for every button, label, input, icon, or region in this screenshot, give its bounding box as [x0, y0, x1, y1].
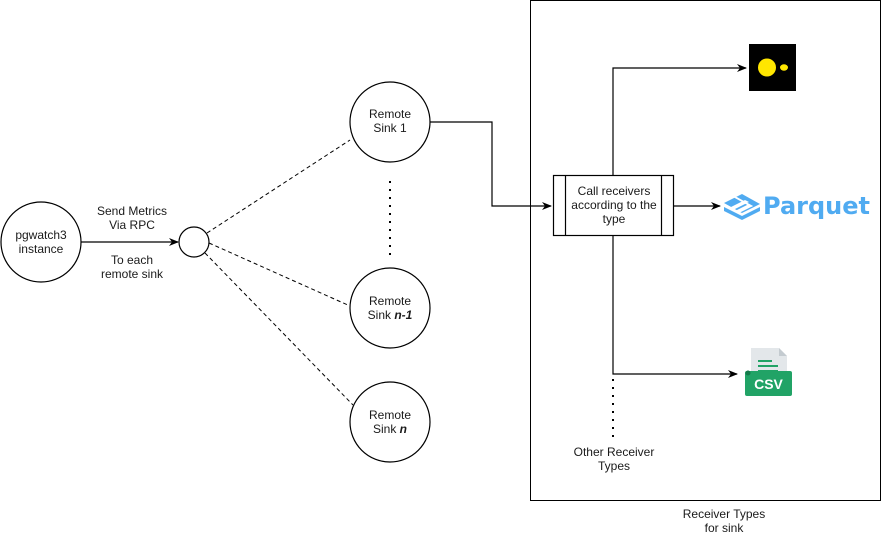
sink-n-1-line1: Remote	[368, 294, 412, 308]
fanout-hub-node[interactable]	[178, 226, 210, 258]
other-receivers-line1: Other Receiver	[573, 445, 655, 459]
parquet-logo-text: Parquet	[763, 192, 870, 220]
remote-sink-n-1-node[interactable]	[349, 267, 431, 349]
sink-1-line2: Sink 1	[350, 121, 430, 135]
receiver-types-container	[530, 0, 881, 501]
dispatcher-line2: according to the	[571, 198, 657, 212]
remote-sink-n-node[interactable]	[349, 381, 431, 463]
pgwatch3-label-line1: pgwatch3	[15, 228, 67, 242]
sink-1-index: 1	[400, 121, 407, 135]
sink-n-line2: Sink n	[350, 422, 430, 436]
pgwatch3-label: pgwatch3 instance	[1, 228, 81, 256]
yellow-dot-logo-icon	[749, 44, 796, 91]
fanout-label-line2: remote sink	[100, 267, 164, 281]
sink-n-1-line2: Sink n-1	[350, 308, 430, 322]
fanout-label-line1: To each	[110, 253, 154, 267]
dispatcher-to-csv-edge	[612, 236, 738, 378]
sink-n-line1: Remote	[368, 408, 412, 422]
container-caption: Receiver Types for sink	[664, 507, 784, 535]
container-caption-line1: Receiver Types	[682, 507, 766, 521]
dispatcher-line1: Call receivers	[577, 184, 651, 198]
container-caption-line2: for sink	[704, 521, 744, 535]
csv-icon-label: CSV	[754, 376, 783, 392]
sink-n-1-index: n-1	[394, 308, 413, 322]
remote-sink-n-label: Remote Sink n	[350, 408, 430, 436]
dispatcher-label: Call receivers according to the type	[566, 184, 662, 226]
sink-n-index: n	[399, 422, 408, 436]
rpc-label-line1: Send Metrics	[96, 204, 168, 218]
sink-n-1-prefix: Sink	[367, 308, 395, 322]
remote-sink-1-label: Remote Sink 1	[350, 107, 430, 135]
dispatcher-line3: type	[602, 212, 626, 226]
sink-n-prefix: Sink	[372, 422, 400, 436]
fanout-edge-sink-1	[206, 139, 351, 234]
fanout-edge-sink-n-1	[208, 242, 351, 307]
parquet-logo-icon	[724, 194, 760, 220]
pgwatch3-label-line2: instance	[18, 242, 64, 256]
rpc-label-line2: Via RPC	[109, 218, 155, 232]
sink-1-prefix: Sink	[373, 121, 400, 135]
other-receivers-label: Other Receiver Types	[564, 445, 664, 473]
remote-sink-n-1-label: Remote Sink n-1	[350, 294, 430, 322]
dispatcher-box[interactable]	[552, 174, 675, 237]
fanout-edge-sink-n	[204, 252, 354, 406]
rpc-edge-label-below: To each remote sink	[82, 253, 182, 281]
csv-file-icon: CSV	[745, 348, 792, 396]
rpc-edge-label-above: Send Metrics Via RPC	[82, 204, 182, 232]
sink-1-line1: Remote	[368, 107, 412, 121]
other-receivers-line2: Types	[597, 459, 630, 473]
dispatcher-to-logo-edge	[612, 64, 747, 175]
sink-to-dispatcher-edge	[430, 121, 552, 210]
